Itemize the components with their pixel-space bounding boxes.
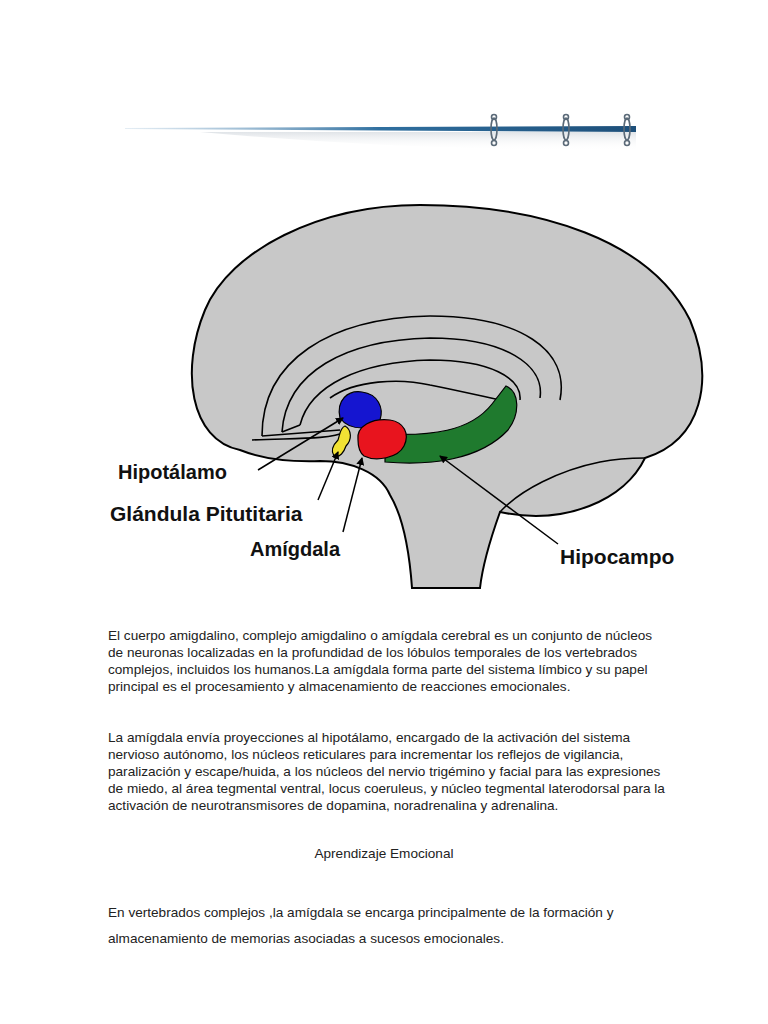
part-label: Hipotálamo	[118, 461, 227, 484]
section-heading: Aprendizaje Emocional	[0, 846, 768, 861]
hippocampus-region	[385, 386, 517, 463]
amygdala-region	[358, 420, 406, 459]
part-label: Amígdala	[250, 538, 340, 561]
cerebellum-line	[500, 458, 645, 512]
part-label: Glándula Pitutitaria	[110, 502, 303, 526]
pituitary-region	[332, 426, 350, 456]
brain-outline	[192, 205, 702, 588]
body-paragraph: La amígdala envía proyecciones al hipotá…	[108, 729, 668, 814]
leader-lines	[258, 418, 558, 544]
inner-folds	[252, 316, 561, 440]
header-ornament	[125, 115, 636, 151]
body-paragraph: En vertebrados complejos ,la amígdala se…	[108, 900, 668, 952]
body-paragraph: El cuerpo amigdalino, complejo amigdalin…	[108, 627, 668, 695]
part-label: Hipocampo	[560, 545, 674, 569]
